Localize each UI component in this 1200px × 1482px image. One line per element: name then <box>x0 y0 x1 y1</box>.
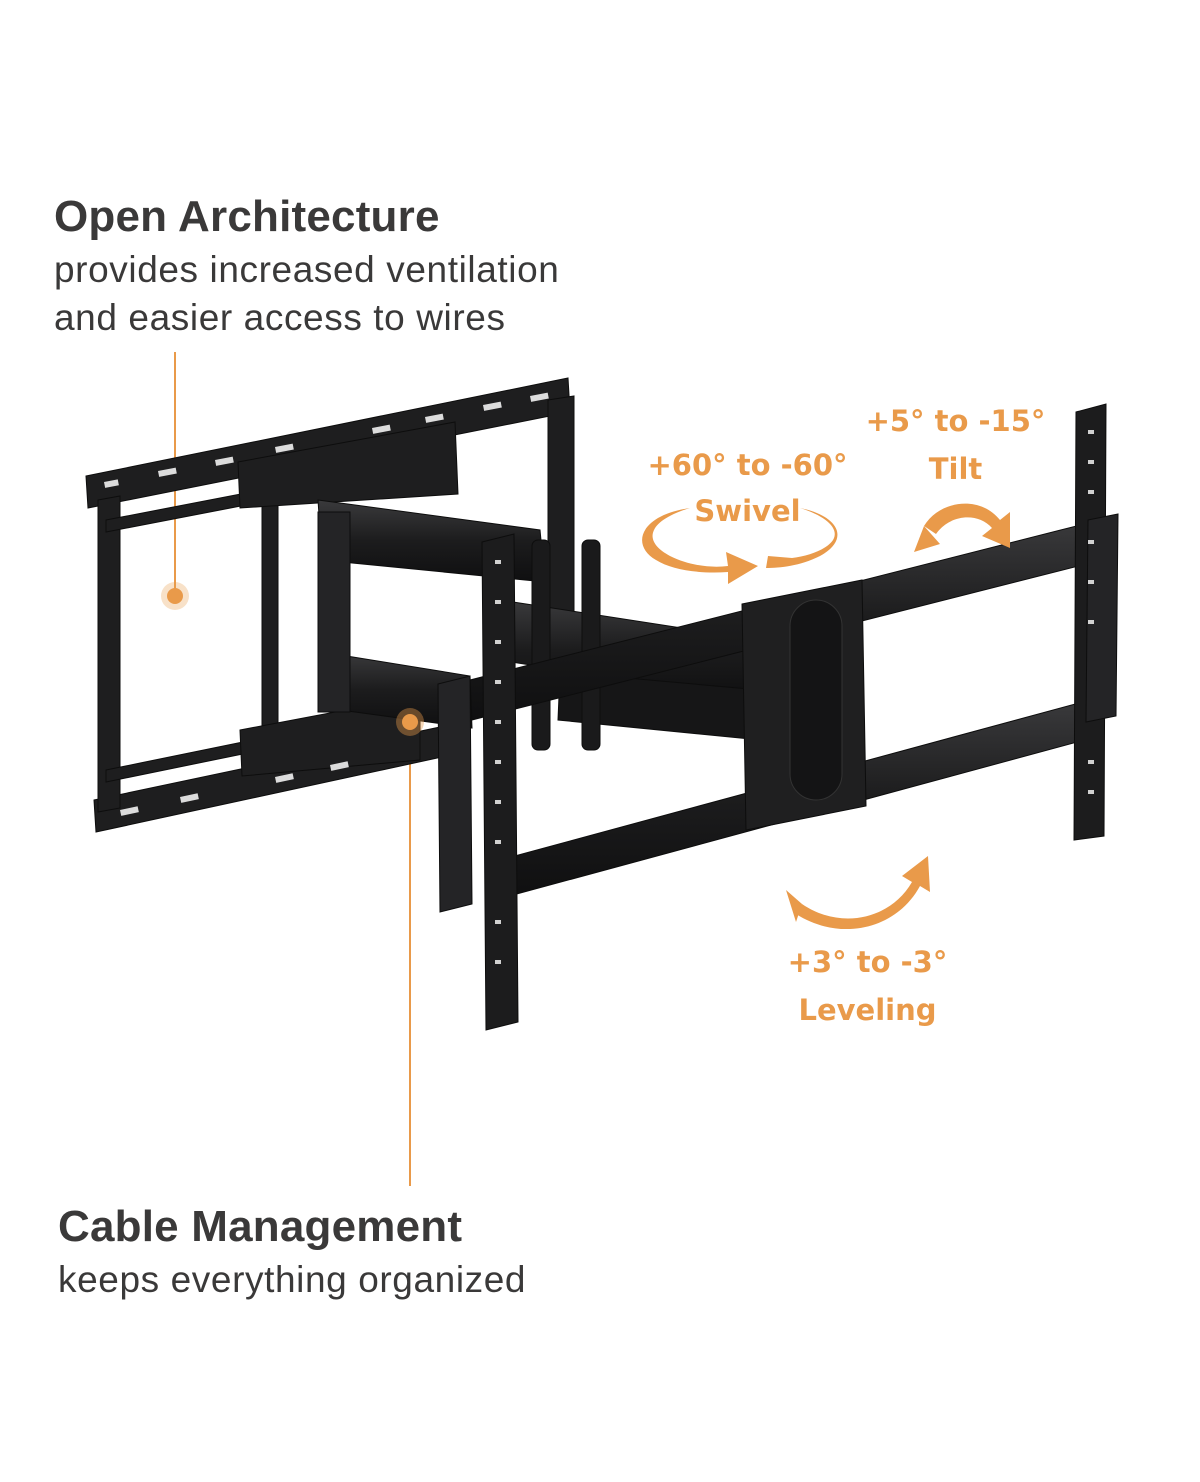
swivel-arrow-icon <box>642 508 838 584</box>
leveling-arrow-icon <box>786 856 930 930</box>
leveling-label: Leveling <box>798 993 937 1027</box>
open-architecture-description: provides increased ventilation and easie… <box>54 246 559 342</box>
wall-plate-left-post <box>97 495 121 813</box>
arm-pivot-post-1 <box>531 539 551 751</box>
tv-plate-left-vertical <box>481 533 519 1031</box>
tilt-label: Tilt <box>928 452 983 486</box>
swivel-arrow-left <box>642 508 758 584</box>
wall-plate-inner-post <box>261 485 279 765</box>
arm-pivot-post-2 <box>581 539 601 751</box>
tilt-range-label: +5° to -15° <box>865 404 1046 438</box>
wall-plate <box>85 377 575 833</box>
arm-pivot-post-3 <box>317 511 351 713</box>
open-architecture-description-line-1: provides increased ventilation <box>54 249 560 290</box>
open-architecture-dot <box>167 588 183 604</box>
cable-management-description: keeps everything organized <box>58 1259 527 1300</box>
tv-plate-holes <box>495 430 1094 964</box>
callout-dots <box>161 582 424 736</box>
open-architecture-title: Open Architecture <box>54 192 440 241</box>
leveling-range-label: +3° to -3° <box>787 945 948 979</box>
swivel-label: Swivel <box>694 494 801 528</box>
swivel-range-label: +60° to -60° <box>647 448 848 482</box>
tv-plate-left-back-post <box>437 675 473 913</box>
swivel-arrow-right <box>766 508 838 568</box>
wall-bracket <box>237 421 459 509</box>
tilt-head-slot <box>789 599 843 801</box>
open-architecture-description-line-2: and easier access to wires <box>54 297 506 338</box>
cable-management-title: Cable Management <box>58 1202 463 1251</box>
wall-plate-slots <box>104 392 549 816</box>
tilt-arrow-icon <box>914 503 1010 552</box>
tv-plate-right-back-post <box>1085 513 1119 723</box>
cable-management-dot <box>402 714 418 730</box>
wall-plate-right-post <box>547 395 575 637</box>
tv-plate <box>437 403 1119 1031</box>
